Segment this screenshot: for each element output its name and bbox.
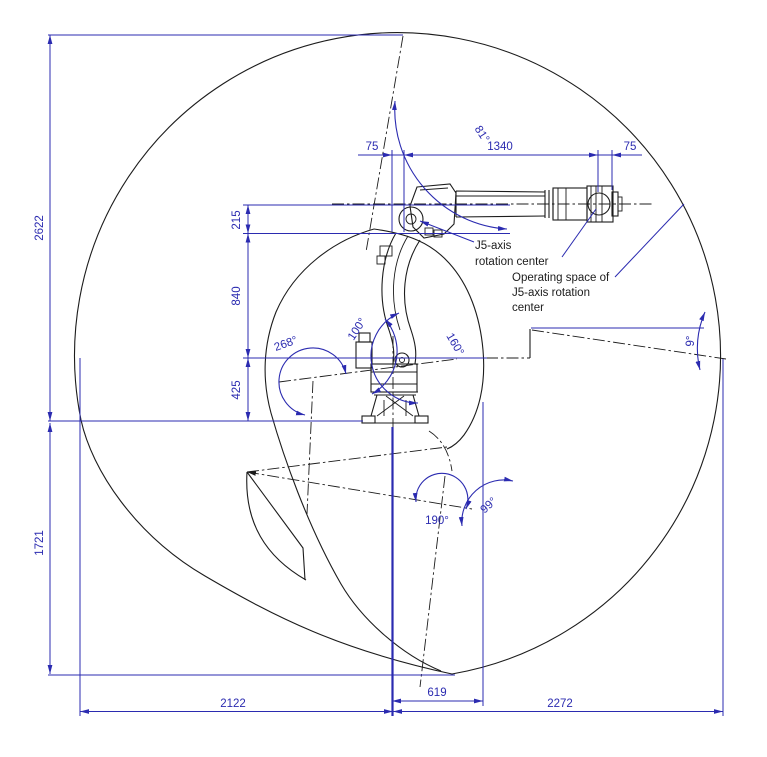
- angle-160-label: 160°: [443, 331, 465, 358]
- operating-space-note-line2: J5-axis rotation: [512, 287, 590, 299]
- angle-99-label: 99°: [479, 495, 500, 516]
- outer-envelope: [74, 32, 722, 675]
- operating-space-note-line3: center: [512, 302, 544, 314]
- angle-9-label: 9°: [685, 336, 697, 347]
- operating-space-note-line1: Operating space of: [512, 272, 610, 284]
- lower-left-fan: [246, 471, 307, 581]
- angle-arcs: [278, 100, 706, 527]
- j5-axis-note-line2: rotation center: [475, 256, 549, 268]
- dim-425-label: 425: [231, 380, 243, 399]
- robot-manipulator: [355, 183, 623, 424]
- angle-100-label: 100°: [346, 316, 369, 342]
- angle-190-label: 190°: [425, 515, 449, 527]
- leader-lines: [419, 203, 685, 278]
- dimension-lines: [47, 34, 724, 716]
- dim-2122-label: 2122: [220, 698, 246, 710]
- right-step-outline: [486, 329, 727, 360]
- dim-215-label: 215: [231, 210, 243, 229]
- j5-axis-note-line1: J5-axis: [475, 240, 512, 252]
- dim-1721-label: 1721: [34, 530, 46, 556]
- annotation-labels: J5-axis rotation center Operating space …: [475, 240, 610, 314]
- dimension-labels: 2622 1721 215 840 425 75 1340 75 619 212…: [34, 141, 636, 710]
- dim-1340-label: 1340: [487, 141, 513, 153]
- dim-840-label: 840: [231, 286, 243, 305]
- angle-labels: 81° 100° 160° 268° 190° 99° 9°: [273, 124, 697, 527]
- dim-75-left-label: 75: [366, 141, 379, 153]
- dim-75-right-label: 75: [624, 141, 637, 153]
- dim-2272-label: 2272: [547, 698, 573, 710]
- centerlines: [246, 35, 654, 688]
- dim-619-label: 619: [427, 687, 446, 699]
- inner-envelope-blob: [264, 228, 485, 672]
- angle-268-label: 268°: [273, 334, 299, 353]
- dim-2622-label: 2622: [34, 215, 46, 241]
